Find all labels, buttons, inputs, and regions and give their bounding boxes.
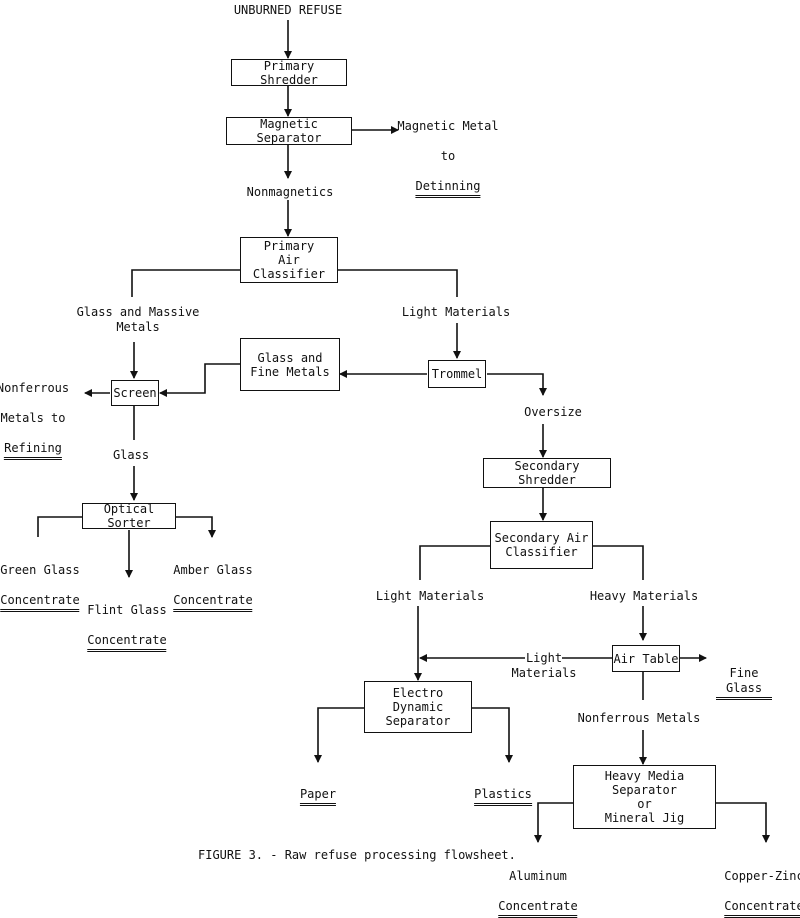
- glass-massive-metals-label: Glass and Massive Metals: [76, 305, 200, 334]
- product-line: to: [440, 149, 456, 163]
- product-line: Flint Glass: [87, 603, 167, 617]
- arrow-electro-to-plastics: [472, 707, 513, 763]
- primary-shredder-box: Primary Shredder: [231, 59, 347, 87]
- product-line: Magnetic Metal: [397, 119, 499, 133]
- light-materials-label-3: Light Materials: [511, 651, 577, 680]
- arrow-heavy-media-to-aluminum: [534, 802, 573, 843]
- light-materials-label-2: Light Materials: [375, 589, 485, 603]
- heavy-materials-label: Heavy Materials: [589, 589, 699, 603]
- product-destination: Paper: [299, 787, 337, 806]
- oversize-label: Oversize: [524, 405, 582, 419]
- product-line: Metals to: [0, 411, 66, 425]
- input-title: UNBURNED REFUSE: [233, 3, 343, 17]
- electro-dynamic-separator-box: Electro Dynamic Separator: [364, 681, 472, 733]
- arrow-glass-fine-to-screen: [159, 363, 240, 397]
- secondary-air-classifier-box: Secondary Air Classifier: [490, 521, 593, 569]
- primary-air-classifier-box: Primary Air Classifier: [240, 237, 338, 283]
- secondary-shredder-box: Secondary Shredder: [483, 458, 611, 488]
- nonmagnetics-label: Nonmagnetics: [246, 185, 334, 199]
- product-plastics: Plastics: [474, 772, 532, 806]
- product-destination: Concentrate: [173, 593, 253, 612]
- glass-label: Glass: [112, 448, 150, 462]
- product-destination: Concentrate: [498, 899, 578, 918]
- arrow-secondary-classifier-split: [419, 545, 644, 580]
- product-flint-glass: Flint Glass Concentrate: [87, 588, 167, 652]
- arrow-optical-sorter-split: [37, 516, 212, 537]
- product-destination: Concentrate: [87, 633, 167, 652]
- heavy-media-separator-box: Heavy Media Separator or Mineral Jig: [573, 765, 716, 829]
- product-aluminum: Aluminum Concentrate: [498, 854, 578, 918]
- product-destination: Concentrate: [0, 593, 80, 612]
- product-destination: Refining: [4, 441, 62, 460]
- magnetic-separator-box: Magnetic Separator: [226, 117, 352, 145]
- screen-box: Screen: [111, 380, 159, 406]
- product-destination: Concentrate: [724, 899, 800, 918]
- product-line: Copper-Zinc: [724, 869, 800, 883]
- product-line: Green Glass: [0, 563, 80, 577]
- product-line: Nonferrous: [0, 381, 70, 395]
- air-table-box: Air Table: [612, 645, 680, 672]
- arrow-electro-to-paper: [314, 707, 364, 763]
- product-amber-glass: Amber Glass Concentrate: [173, 548, 253, 612]
- product-line: Aluminum: [509, 869, 567, 883]
- optical-sorter-box: Optical Sorter: [82, 502, 176, 530]
- arrow-trommel-to-oversize: [487, 373, 547, 396]
- product-nonferrous-refining: Nonferrous Metals to Refining: [0, 366, 69, 460]
- trommel-box: Trommel: [428, 360, 486, 388]
- product-green-glass: Green Glass Concentrate: [0, 548, 80, 612]
- glass-fine-metals-box: Glass and Fine Metals: [240, 338, 340, 391]
- product-fine-glass: Fine Glass: [716, 651, 772, 700]
- product-destination: Detinning: [415, 179, 481, 198]
- product-magnetic-metal: Magnetic Metal to Detinning: [397, 104, 499, 198]
- arrow-heavy-media-to-copper-zinc: [716, 802, 770, 843]
- product-destination: Fine Glass: [716, 666, 772, 700]
- figure-caption: FIGURE 3. - Raw refuse processing flowsh…: [198, 848, 516, 862]
- product-line: Amber Glass: [173, 563, 253, 577]
- product-paper: Paper: [299, 772, 337, 806]
- product-copper-zinc: Copper-Zinc Concentrate: [724, 854, 800, 918]
- light-materials-label-1: Light Materials: [401, 305, 511, 319]
- arrow-air-classifier-split: [131, 269, 458, 297]
- nonferrous-metals-label: Nonferrous Metals: [577, 711, 701, 725]
- product-destination: Plastics: [474, 787, 532, 806]
